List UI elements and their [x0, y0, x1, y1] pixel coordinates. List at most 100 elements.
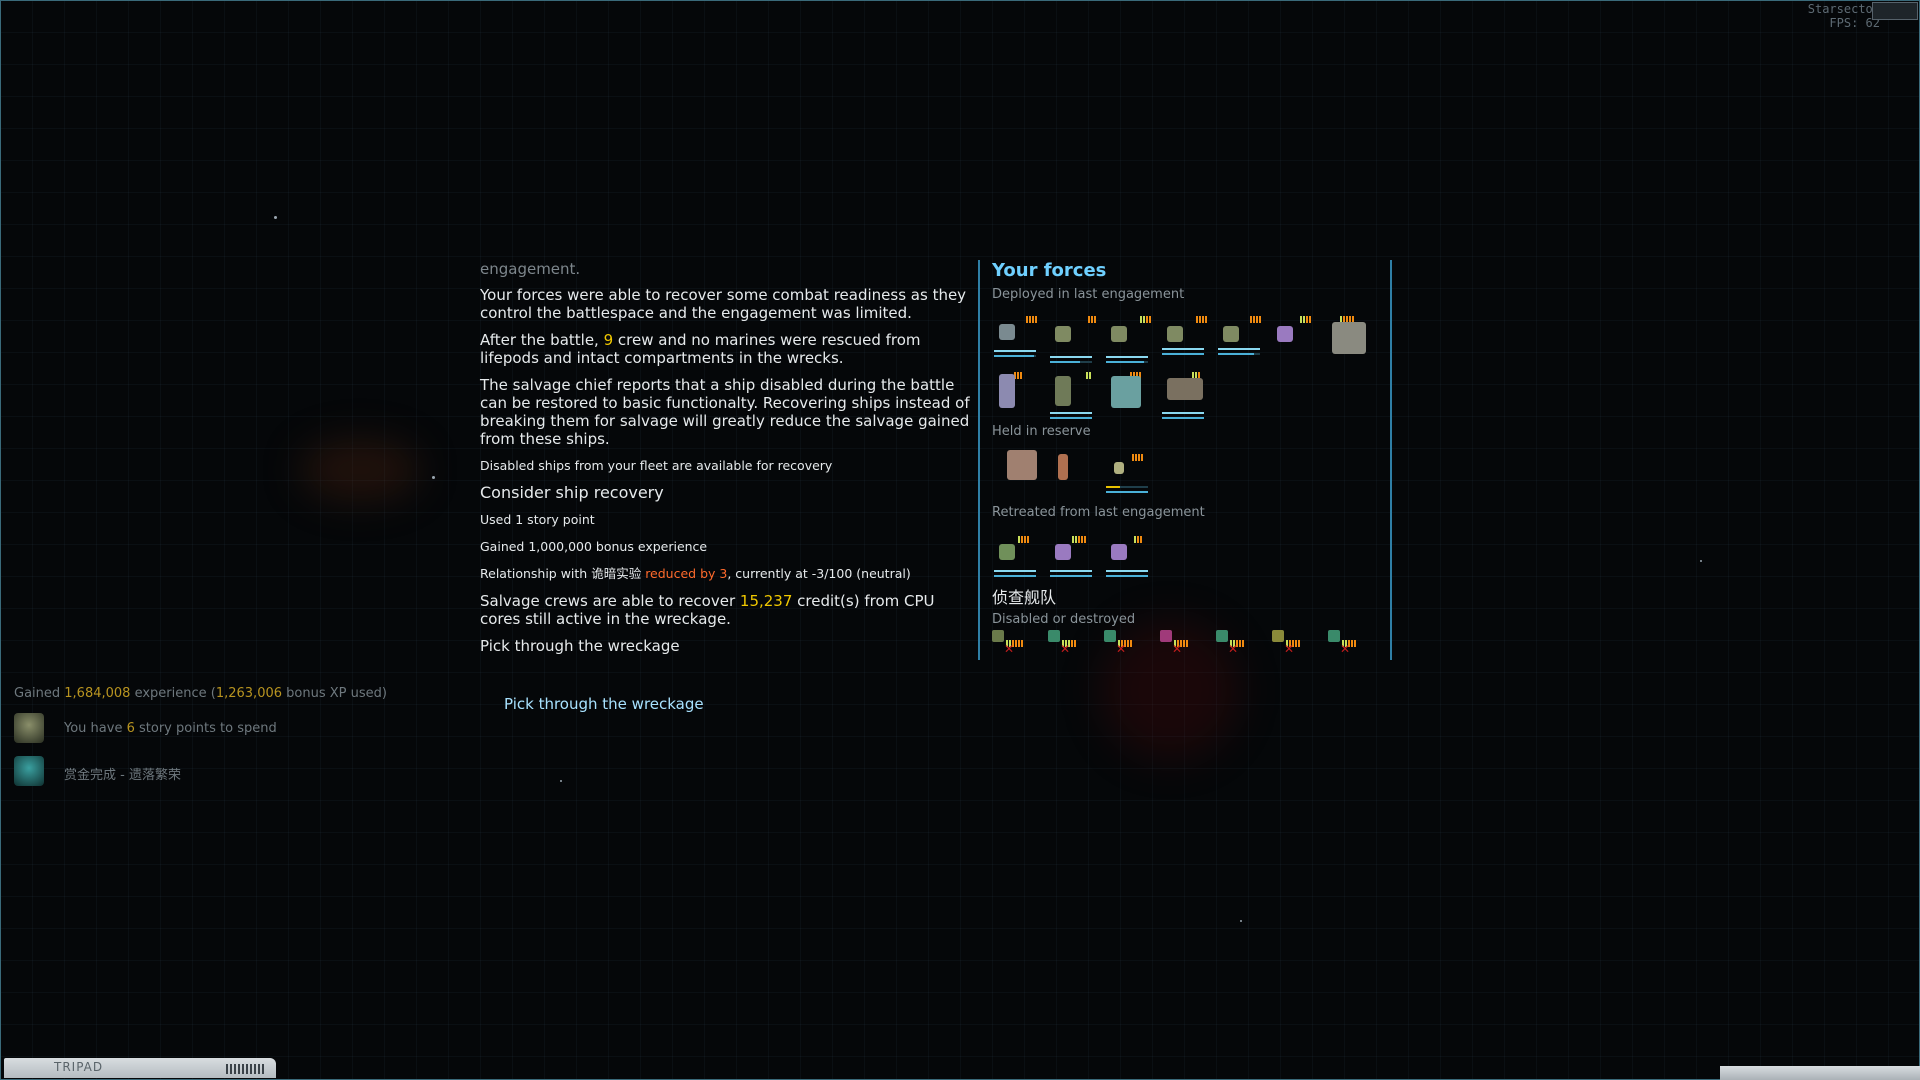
ship-icon[interactable] — [1048, 322, 1078, 346]
ship-status-bars — [994, 350, 1036, 358]
ship-status-bars — [1050, 570, 1092, 578]
destroyed-icon: ✕ — [1004, 642, 1015, 656]
cr-indicator — [1250, 308, 1262, 323]
ship-status-bars — [1050, 412, 1092, 420]
disabled-ship[interactable]: ✕ — [992, 630, 1036, 656]
forces-title: Your forces — [992, 260, 1107, 281]
option-pick-wreckage[interactable]: Pick through the wreckage — [480, 637, 680, 655]
xp-notification: Gained 1,684,008 experience (1,263,006 b… — [14, 686, 387, 701]
tripad-label: TRIPAD — [54, 1060, 104, 1074]
faded-text: engagement. — [480, 260, 581, 278]
star — [274, 216, 277, 219]
ship-icon[interactable] — [1048, 450, 1078, 480]
destroyed-icon: ✕ — [1060, 642, 1071, 656]
crew-count: 9 — [603, 331, 614, 349]
cr-indicator — [1132, 446, 1144, 461]
ship-status-bars — [1106, 486, 1148, 494]
option-pick-wreckage-button[interactable]: Pick through the wreckage — [504, 695, 704, 713]
ship-status-bars — [1106, 356, 1148, 364]
ship-icon[interactable] — [992, 320, 1022, 344]
ship-icon[interactable] — [1160, 374, 1204, 404]
section-reserve: Held in reserve — [992, 424, 1091, 439]
destroyed-icon: ✕ — [1284, 642, 1295, 656]
bounty-icon — [14, 756, 44, 786]
tripad-button[interactable]: TRIPAD — [4, 1058, 276, 1078]
ship-icon[interactable] — [1048, 372, 1078, 408]
cr-indicator — [1196, 308, 1208, 323]
ship-status-bars — [1050, 356, 1092, 364]
hud-title: Starsector — [1807, 2, 1880, 16]
section-deployed: Deployed in last engagement — [992, 287, 1185, 302]
hud-readout: Starsector FPS: 62 — [1808, 2, 1880, 30]
ship-icon[interactable] — [1160, 322, 1190, 346]
ship-icon[interactable] — [1104, 322, 1134, 346]
paragraph-cr: Your forces were able to recover some co… — [480, 286, 967, 322]
ship-status-bars — [1162, 348, 1204, 356]
ship-status-bars — [1162, 412, 1204, 420]
destroyed-icon: ✕ — [1340, 642, 1351, 656]
paragraph-salvage-chief: The salvage chief reports that a ship di… — [480, 376, 970, 448]
section-retreated: Retreated from last engagement — [992, 505, 1205, 520]
ship-icon[interactable] — [992, 540, 1022, 564]
cr-indicator — [1192, 364, 1201, 379]
hud-fps: FPS: 62 — [1829, 16, 1880, 30]
used-story-point: Used 1 story point — [480, 512, 595, 527]
credits-amount: 15,237 — [739, 592, 793, 610]
cr-indicator — [1014, 364, 1023, 379]
paragraph-salvage: Salvage crews are able to recover 15,237… — [480, 592, 935, 628]
disabled-ship[interactable]: ✕ — [1104, 630, 1148, 656]
option-consider-recovery[interactable]: Consider ship recovery — [480, 483, 664, 502]
bottom-right-widget[interactable] — [1720, 1066, 1920, 1080]
tripad-ticks — [226, 1064, 266, 1074]
cr-indicator — [1130, 364, 1142, 379]
ship-icon[interactable] — [1000, 446, 1038, 482]
dialog-text-panel: engagement. Your forces were able to rec… — [480, 260, 974, 664]
star — [1700, 560, 1702, 562]
minimize-widget[interactable] — [1872, 2, 1918, 20]
star — [1240, 920, 1242, 922]
ship-status-bars — [1106, 570, 1148, 578]
bounty-notification: 赏金完成 - 遗落繁荣 — [64, 768, 181, 783]
ship-icon[interactable] — [1104, 540, 1134, 564]
relationship-change: Relationship with 诡暗实验 reduced by 3, cur… — [480, 566, 911, 581]
disabled-ship[interactable]: ✕ — [1272, 630, 1316, 656]
ship-icon[interactable] — [1104, 372, 1142, 410]
flagship-icon[interactable] — [1326, 320, 1370, 356]
cr-indicator — [1026, 308, 1038, 323]
cr-indicator — [1300, 308, 1312, 323]
nebula-glow — [1100, 620, 1240, 760]
star — [560, 780, 562, 782]
destroyed-icon: ✕ — [1228, 642, 1239, 656]
ship-icon[interactable] — [992, 370, 1022, 410]
destroyed-icon: ✕ — [1172, 642, 1183, 656]
disabled-ship[interactable]: ✕ — [1160, 630, 1204, 656]
nebula-glow — [300, 440, 420, 500]
ship-icon[interactable] — [1104, 458, 1134, 482]
disabled-ship[interactable]: ✕ — [1328, 630, 1372, 656]
ship-icon[interactable] — [1216, 322, 1246, 346]
ship-icon[interactable] — [1048, 540, 1078, 564]
cr-indicator — [1140, 308, 1152, 323]
disabled-ship[interactable]: ✕ — [1048, 630, 1092, 656]
cr-indicator — [1072, 528, 1087, 543]
disabled-ship[interactable]: ✕ — [1216, 630, 1260, 656]
ship-status-bars — [994, 570, 1036, 578]
forces-panel: Your forces Deployed in last engagement … — [978, 260, 1392, 660]
story-points-notification: You have 6 story points to spend — [64, 721, 277, 736]
gained-bonus-xp: Gained 1,000,000 bonus experience — [480, 539, 708, 554]
star — [432, 476, 435, 479]
disabled-note: Disabled ships from your fleet are avail… — [480, 458, 833, 473]
enemy-fleet-name: 侦查舰队 — [992, 588, 1057, 607]
destroyed-icon: ✕ — [1116, 642, 1127, 656]
paragraph-crew: After the battle, 9 crew and no marines … — [480, 331, 921, 367]
cr-indicator — [1086, 364, 1092, 379]
cr-indicator — [1134, 528, 1143, 543]
ship-icon[interactable] — [1270, 322, 1300, 346]
ship-status-bars — [1218, 348, 1260, 356]
cr-indicator — [1340, 308, 1355, 323]
section-disabled: Disabled or destroyed — [992, 612, 1136, 627]
cr-indicator — [1018, 528, 1030, 543]
cr-indicator — [1088, 308, 1097, 323]
portrait-icon — [14, 713, 44, 743]
